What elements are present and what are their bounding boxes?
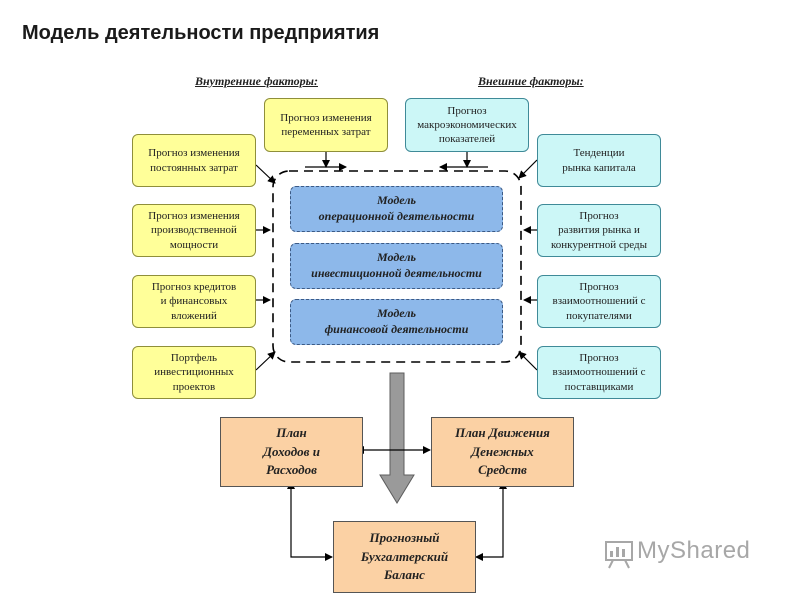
internal-factor-2: Прогноз изменения производственной мощно… [132, 204, 256, 257]
forecast-balance: Прогнозный Бухгалтерский Баланс [333, 521, 476, 593]
myshared-watermark: MyShared [637, 537, 751, 564]
myshared-logo-icon [605, 541, 633, 569]
external-factor-2-label: Прогноз развития рынка и конкурентной ср… [550, 210, 648, 251]
internal-factor-variable-costs: Прогноз изменения переменных затрат [264, 98, 388, 152]
external-factor-1-label: Тенденции рынка капитала [562, 147, 636, 174]
external-factor-3-label: Прогноз взаимоотношений с покупателями [552, 281, 646, 322]
model-investment: Модель инвестиционной деятельности [290, 243, 503, 289]
plan-income-expenses: План Доходов и Расходов [220, 417, 363, 487]
arrow-left-1 [255, 164, 276, 184]
external-factor-1: Тенденции рынка капитала [537, 134, 661, 187]
model-financial-label: Модель финансовой деятельности [324, 306, 469, 336]
models-frame [272, 170, 522, 363]
arrow-cash-balance [475, 481, 507, 561]
internal-factor-1: Прогноз изменения постоянных затрат [132, 134, 256, 187]
internal-factor-1-label: Прогноз изменения постоянных затрат [148, 147, 240, 174]
internal-factor-3: Прогноз кредитов и финансовых вложений [132, 275, 256, 328]
model-operational: Модель операционной деятельности [290, 186, 503, 232]
model-operational-label: Модель операционной деятельности [318, 193, 475, 223]
external-factor-4-label: Прогноз взаимоотношений с поставщиками [552, 352, 646, 393]
internal-factor-4-label: Портфель инвестиционных проектов [154, 352, 234, 393]
page-title: Модель деятельности предприятия [22, 22, 380, 44]
arrow-right-1 [518, 159, 538, 179]
plan-cash-flow: План Движения Денежных Средств [431, 417, 574, 487]
external-factor-macroeconomics: Прогноз макроэкономических показателей [405, 98, 529, 152]
model-financial: Модель финансовой деятельности [290, 299, 503, 345]
model-investment-label: Модель инвестиционной деятельности [311, 250, 482, 280]
big-down-arrow [379, 372, 415, 504]
internal-factor-4: Портфель инвестиционных проектов [132, 346, 256, 399]
external-factor-4: Прогноз взаимоотношений с поставщиками [537, 346, 661, 399]
plan-cash-flow-label: План Движения Денежных Средств [455, 424, 550, 478]
external-factors-label: Внешние факторы: [478, 74, 584, 88]
forecast-balance-label: Прогнозный Бухгалтерский Баланс [360, 529, 449, 583]
external-factor-2: Прогноз развития рынка и конкурентной ср… [537, 204, 661, 257]
plan-income-expenses-label: План Доходов и Расходов [263, 424, 320, 478]
external-factor-3: Прогноз взаимоотношений с покупателями [537, 275, 661, 328]
external-factor-macroeconomics-label: Прогноз макроэкономических показателей [417, 104, 517, 146]
arrow-income-balance [287, 481, 333, 561]
internal-factor-2-label: Прогноз изменения производственной мощно… [148, 210, 240, 251]
internal-factors-label: Внутренние факторы: [195, 74, 318, 88]
arrow-right-4 [518, 351, 538, 371]
internal-factor-3-label: Прогноз кредитов и финансовых вложений [151, 281, 237, 322]
internal-factor-variable-costs-label: Прогноз изменения переменных затрат [280, 111, 372, 138]
arrow-left-4 [255, 351, 276, 371]
